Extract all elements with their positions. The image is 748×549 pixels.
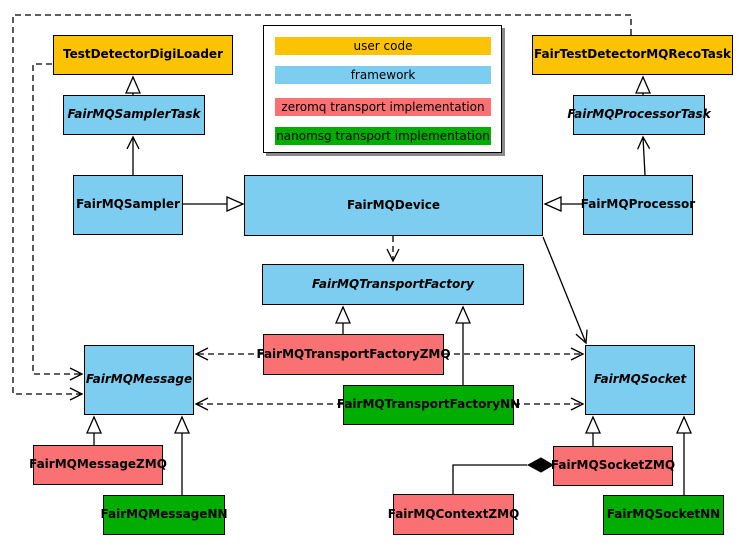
edge-device-socket bbox=[542, 236, 588, 345]
node-fairtestdetectormqrecotask: FairTestDetectorMQRecoTask bbox=[532, 35, 733, 75]
node-fairmqmessagenn: FairMQMessageNN bbox=[100, 495, 228, 535]
legend-item-zeromq: zeromq transport implementation bbox=[275, 98, 491, 116]
node-fairmqsocketnn: FairMQSocketNN bbox=[603, 495, 724, 535]
association-edges bbox=[126, 135, 651, 345]
legend-item-user-code: user code bbox=[275, 37, 491, 55]
node-fairmqmessagezmq: FairMQMessageZMQ bbox=[29, 445, 167, 485]
node-testdetectordigiloader: TestDetectorDigiLoader bbox=[53, 35, 233, 75]
legend: user code framework zeromq transport imp… bbox=[263, 25, 502, 153]
node-fairmqprocessor: FairMQProcessor bbox=[581, 175, 695, 235]
node-fairmqsocketzmq: FairMQSocketZMQ bbox=[551, 446, 675, 486]
node-fairmqmessage: FairMQMessage bbox=[84, 345, 194, 415]
dependency-edges bbox=[12, 14, 632, 411]
edge-recotask-message bbox=[12, 14, 632, 401]
node-fairmqtransportfactoryzmq: FairMQTransportFactoryZMQ bbox=[256, 334, 451, 375]
legend-label: zeromq transport implementation bbox=[281, 100, 485, 114]
inheritance-edges bbox=[86, 75, 692, 495]
legend-item-nanomsg: nanomsg transport implementation bbox=[275, 127, 491, 145]
legend-item-framework: framework bbox=[275, 66, 491, 84]
node-fairmqsamplertask: FairMQSamplerTask bbox=[63, 95, 205, 135]
node-fairmqsocket: FairMQSocket bbox=[585, 345, 695, 415]
node-fairmqsampler: FairMQSampler bbox=[73, 175, 183, 235]
node-fairmqcontextzmq: FairMQContextZMQ bbox=[388, 494, 519, 535]
filled-diamond-icon bbox=[526, 457, 554, 473]
edge-digiloader-message bbox=[32, 63, 84, 381]
legend-label: framework bbox=[350, 68, 416, 82]
edge-processor-processortask bbox=[637, 135, 651, 176]
legend-label: user code bbox=[353, 39, 413, 53]
composition-edge bbox=[452, 457, 554, 494]
legend-label: nanomsg transport implementation bbox=[276, 129, 490, 143]
node-fairmqprocessortask: FairMQProcessorTask bbox=[567, 95, 711, 135]
node-fairmqdevice: FairMQDevice bbox=[244, 175, 543, 236]
node-fairmqtransportfactory: FairMQTransportFactory bbox=[262, 264, 524, 305]
edge-contextzmq-socketzmq bbox=[452, 464, 527, 494]
node-fairmqtransportfactorynn: FairMQTransportFactoryNN bbox=[337, 385, 520, 425]
